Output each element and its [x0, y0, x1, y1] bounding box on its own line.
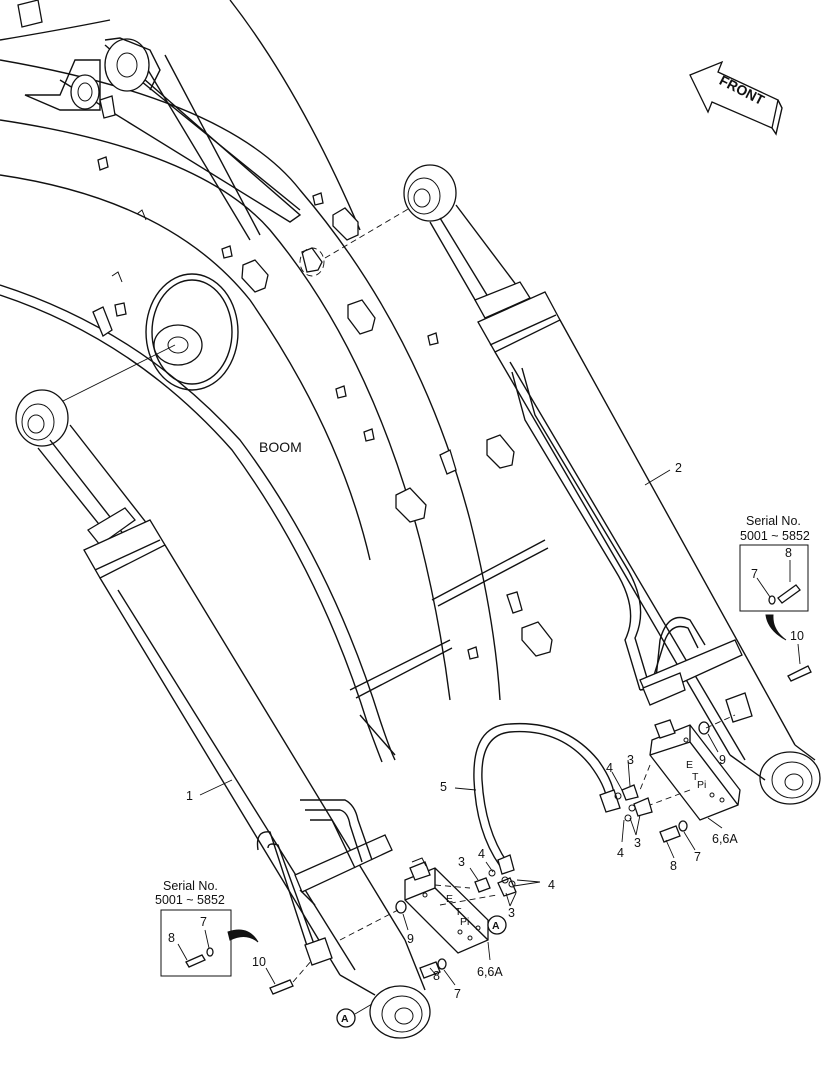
callout-numbers: 1 2 3 3 3 3 4 4 4 4 5 6,6A 6,6A 7 7 7 7 … [168, 461, 804, 1001]
boom-clip-brackets [17, 0, 553, 660]
callout-8-detail-right: 8 [785, 546, 792, 560]
callout-3-left-a: 3 [458, 855, 465, 869]
callout-9-right: 9 [719, 753, 726, 767]
callout-7-left: 7 [454, 987, 461, 1001]
right-valve-port-pi: Pi [697, 779, 706, 791]
left-boom-cylinder [15, 389, 431, 1039]
callout-10-left: 10 [252, 955, 266, 969]
callout-4-right-a: 4 [606, 761, 613, 775]
callout-8-detail-left: 8 [168, 931, 175, 945]
left-holding-valve: E T Pi [404, 857, 491, 961]
front-direction-arrow: FRONT [689, 60, 783, 136]
right-boom-cylinder [403, 164, 821, 805]
detail-left-title: Serial No. [163, 879, 218, 893]
callout-9-left: 9 [407, 932, 414, 946]
callout-8-left: 8 [433, 969, 440, 983]
detail-right-title: Serial No. [746, 514, 801, 528]
callout-7-detail-left: 7 [200, 915, 207, 929]
callout-3-right-a: 3 [627, 753, 634, 767]
callout-10-right: 10 [790, 629, 804, 643]
callout-8-right: 8 [670, 859, 677, 873]
fittings-and-bolts [265, 643, 812, 995]
callout-4-left-b: 4 [548, 878, 555, 892]
callout-7-right: 7 [694, 850, 701, 864]
boom-structure [0, 0, 553, 763]
callout-6-left: 6,6A [477, 965, 503, 979]
left-valve-port-t: T [455, 906, 462, 918]
detail-left-range: 5001 ~ 5852 [155, 893, 225, 907]
callout-2: 2 [675, 461, 682, 475]
callout-7-detail-right: 7 [751, 567, 758, 581]
left-valve-port-pi: Pi [460, 916, 469, 928]
reference-marks: A A [336, 915, 507, 1028]
detail-box-right: Serial No. 5001 ~ 5852 [739, 514, 810, 641]
boom-label: BOOM [259, 439, 302, 455]
ref-mark-a-valve: A [492, 920, 500, 932]
detail-right-range: 5001 ~ 5852 [740, 529, 810, 543]
callout-1: 1 [186, 789, 193, 803]
callout-4-left-a: 4 [478, 847, 485, 861]
ref-mark-a-bottom: A [341, 1013, 349, 1025]
callout-5: 5 [440, 780, 447, 794]
callout-6-right: 6,6A [712, 832, 738, 846]
right-holding-valve: E T Pi [649, 692, 753, 829]
right-valve-port-e: E [686, 759, 693, 771]
callout-3-left-b: 3 [508, 906, 515, 920]
callout-3-right-b: 3 [634, 836, 641, 850]
right-valve-port-t: T [692, 771, 699, 783]
callout-4-right-b: 4 [617, 846, 624, 860]
left-valve-port-e: E [446, 893, 453, 905]
detail-box-left: Serial No. 5001 ~ 5852 [155, 879, 259, 977]
